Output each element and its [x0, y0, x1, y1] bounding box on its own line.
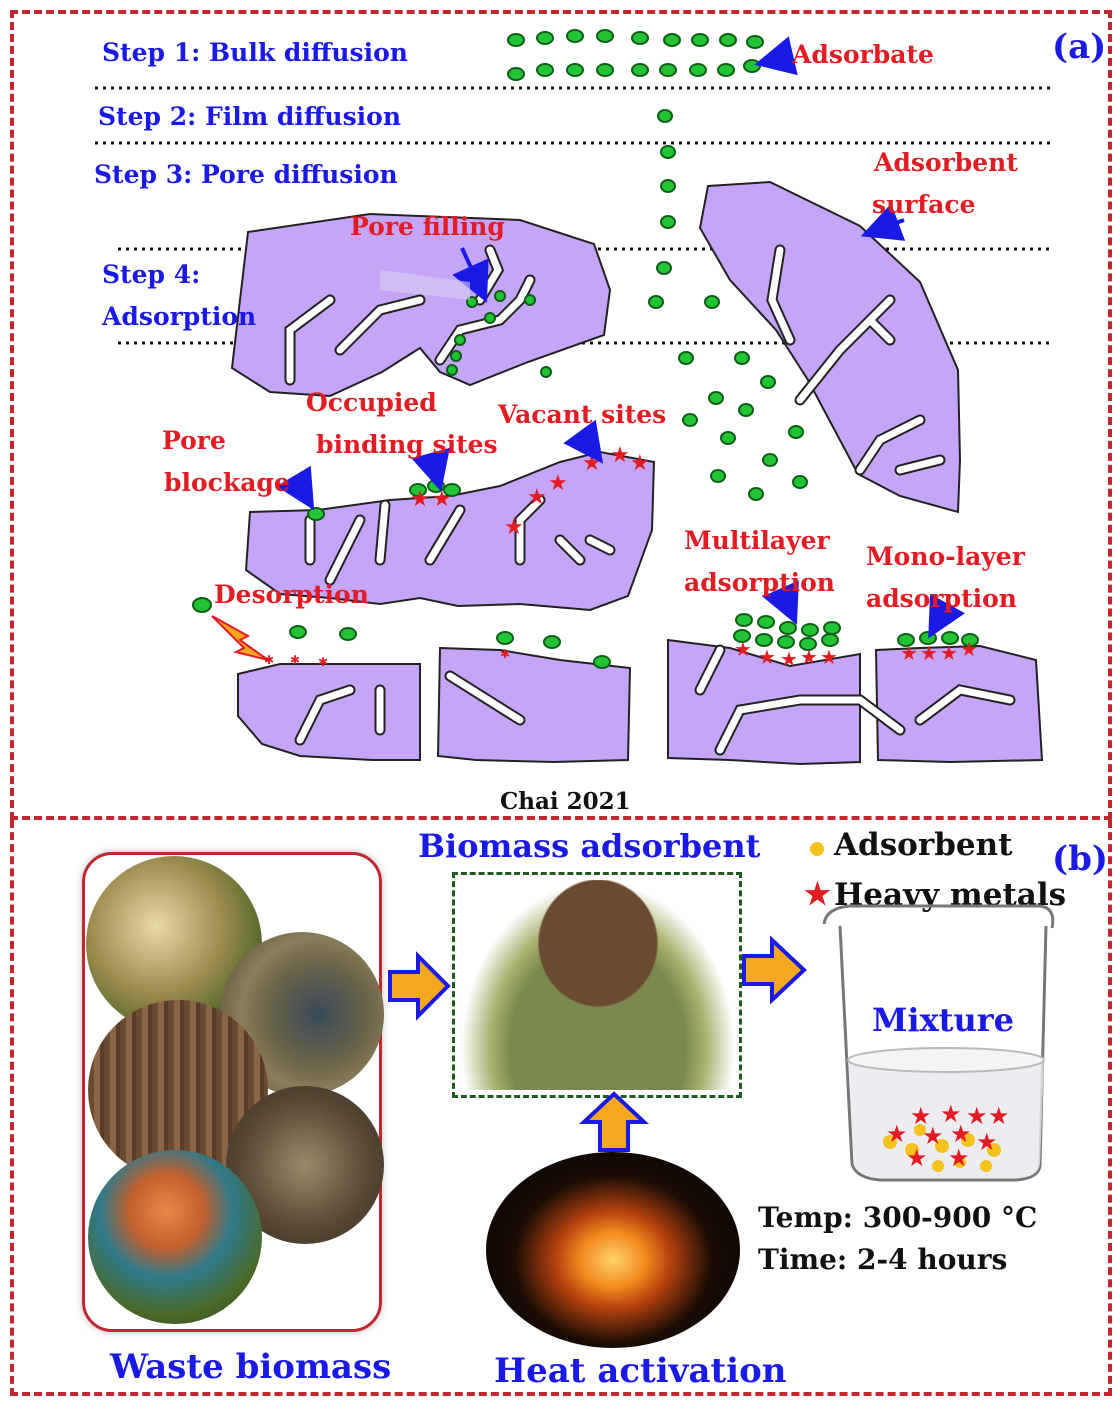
svg-text:★: ★	[948, 1144, 970, 1172]
arrow-heat-to-adsorbent	[584, 1094, 644, 1150]
mixture-label: Mixture	[872, 1004, 1014, 1036]
svg-text:★: ★	[906, 1144, 928, 1172]
arrow-biomass-to-adsorbent	[390, 956, 448, 1016]
arrow-adsorbent-to-mixture	[744, 940, 804, 1000]
svg-text:★: ★	[976, 1128, 998, 1156]
svg-text:★: ★	[988, 1102, 1010, 1130]
flow-arrows	[390, 940, 804, 1150]
liquid-surface	[848, 1048, 1044, 1072]
svg-text:★: ★	[886, 1120, 908, 1148]
